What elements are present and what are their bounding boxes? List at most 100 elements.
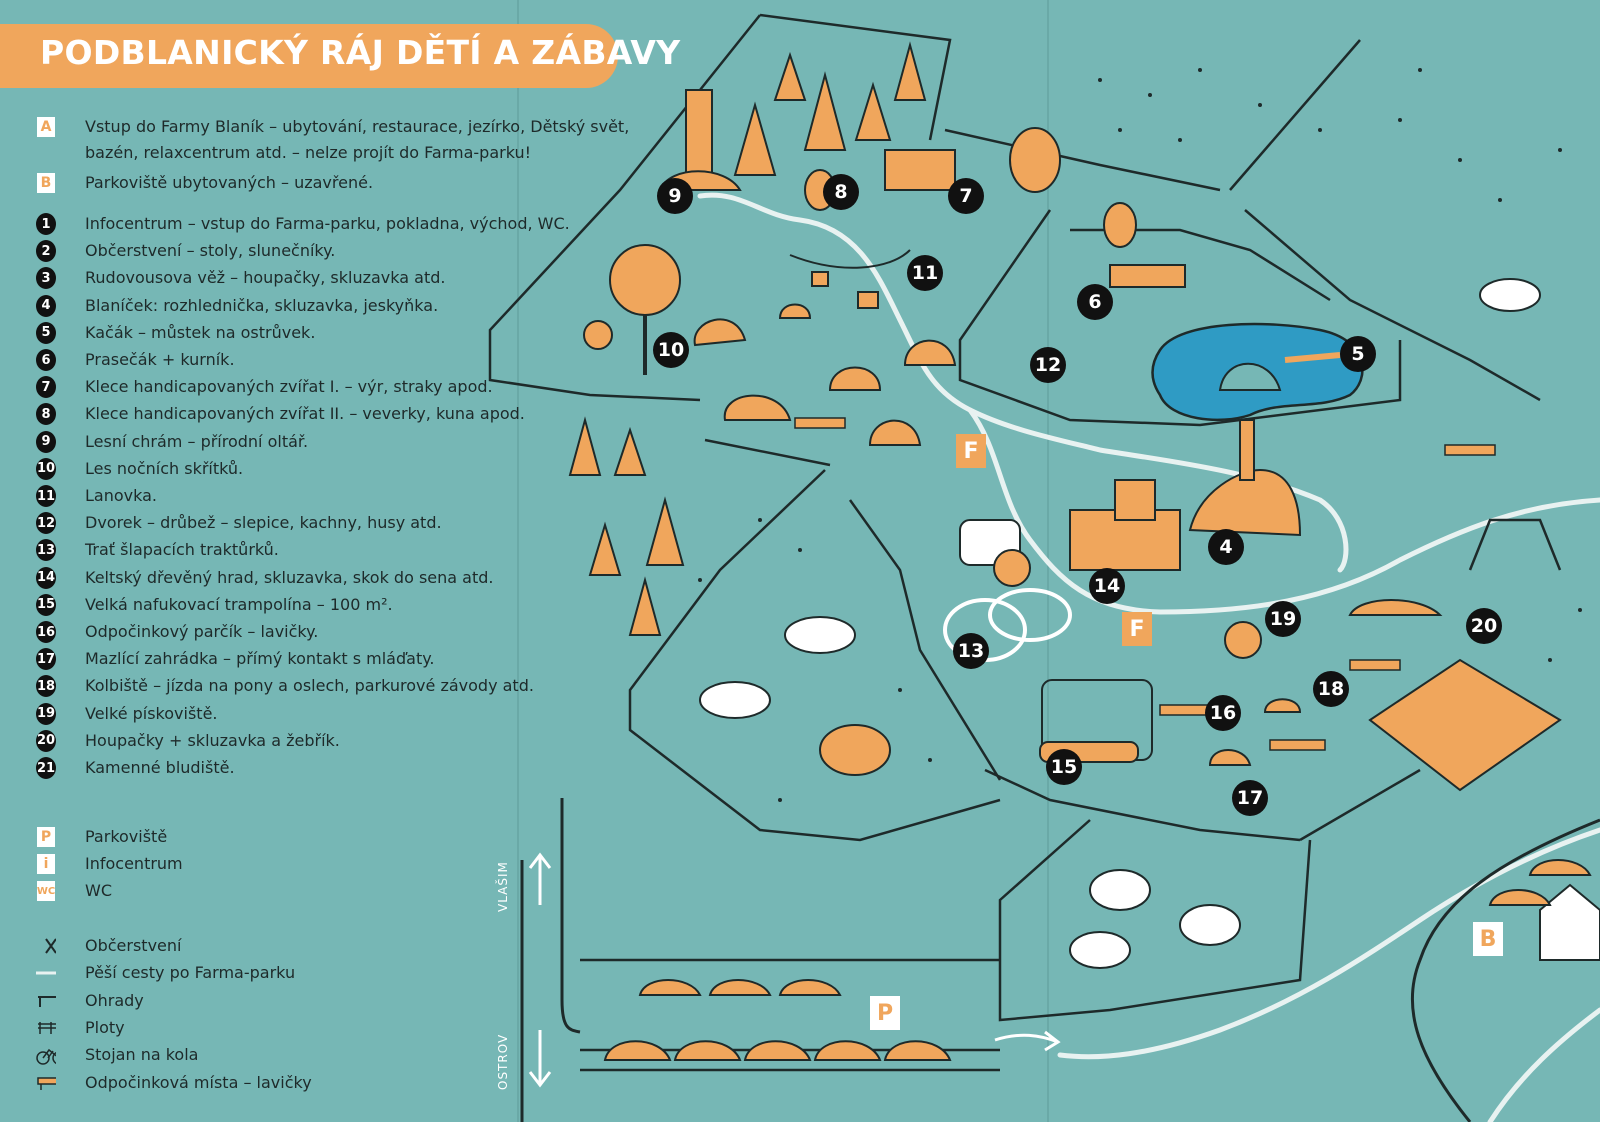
legend-label: Velká nafukovací trampolína – 100 m². [85, 594, 393, 614]
map-marker-4[interactable]: 4 [1208, 529, 1244, 565]
map-marker-12[interactable]: 12 [1030, 347, 1066, 383]
legend-label: Ploty [85, 1017, 125, 1037]
swing-frame [1468, 518, 1562, 571]
map-marker-20[interactable]: 20 [1466, 608, 1502, 644]
map-marker-14[interactable]: 14 [1089, 568, 1125, 604]
map-marker-18[interactable]: 18 [1313, 671, 1349, 707]
pigsty [1109, 264, 1186, 288]
legend-row-1-marker: 1 [36, 213, 56, 235]
legend-label: Mazlící zahrádka – přímý kontakt s mláďa… [85, 649, 435, 669]
legend-row-3-marker: 3 [36, 267, 56, 290]
legend-row-21-marker: 21 [36, 757, 56, 779]
bench-icon [37, 1076, 56, 1090]
map-marker-guest-parking[interactable]: B [1473, 922, 1503, 956]
map-marker-17[interactable]: 17 [1232, 780, 1268, 816]
legend-label: Občerstvení – stoly, slunečníky. [85, 241, 336, 261]
legend-label: Infocentrum – vstup do Farma-parku, pokl… [85, 214, 570, 233]
legend-label: Blaníček: rozhlednička, skluzavka, jesky… [85, 295, 439, 315]
legend-label: Velké pískoviště. [85, 703, 218, 723]
map-marker-13[interactable]: 13 [953, 633, 989, 669]
road-label-vlasim: VLAŠIM [496, 861, 510, 912]
legend-row-8-marker: 8 [36, 403, 56, 426]
legend-label: Stojan na kola [85, 1045, 199, 1065]
map-marker-refreshment-1[interactable]: F [956, 434, 986, 468]
benches [794, 417, 1496, 751]
map-marker-5[interactable]: 5 [1340, 336, 1376, 372]
map-marker-19[interactable]: 19 [1265, 601, 1301, 637]
legend-row-symbol-marker: i [36, 854, 56, 874]
number-badge: 7 [36, 376, 56, 399]
number-badge: 18 [36, 675, 56, 698]
legend-label: Ohrady [85, 990, 144, 1010]
number-badge: 4 [36, 294, 56, 317]
legend-row-2-marker: 2 [36, 240, 56, 263]
parking-icon: P [37, 827, 55, 847]
legend-row-line-marker [36, 1018, 56, 1038]
round-tree [1224, 621, 1262, 659]
legend-label: Odpočinkový parčík – lavičky. [85, 622, 319, 641]
legend-label: Občerstvení [85, 936, 182, 955]
legend-row-7-marker: 7 [36, 376, 56, 399]
fences [488, 13, 1541, 1072]
map-marker-16[interactable]: 16 [1205, 695, 1241, 731]
legend-label: Houpačky + skluzavka a žebřík. [85, 730, 340, 750]
legend-label: Kolbiště – jízda na pony a oslech, parku… [85, 676, 534, 696]
map-marker-8[interactable]: 8 [823, 174, 859, 210]
legend-label: Les nočních skřítků. [85, 458, 244, 478]
map-marker-refreshment-2[interactable]: F [1122, 612, 1152, 646]
number-badge: 1 [36, 213, 56, 235]
legend-row-17-marker: 17 [36, 648, 56, 671]
map-marker-11[interactable]: 11 [907, 255, 943, 291]
legend-row-12-marker: 12 [36, 512, 56, 535]
legend-row-10-marker: 10 [36, 457, 56, 480]
number-badge: 10 [36, 457, 56, 480]
legend-label: Lanovka. [85, 486, 157, 505]
legend-label: Infocentrum [85, 854, 183, 873]
legend-label: Pěší cesty po Farma-parku [85, 963, 296, 983]
legend-row-line-marker [36, 1045, 56, 1065]
number-badge: 15 [36, 593, 56, 616]
cable-car-gondola [857, 291, 879, 309]
fence-icon [38, 1021, 56, 1034]
map-marker-parking[interactable]: P [870, 996, 900, 1030]
map-marker-15[interactable]: 15 [1046, 749, 1082, 785]
guest-house [1539, 883, 1600, 961]
enclosure-fence-icon [38, 995, 56, 1007]
legend-row-13-marker: 13 [36, 539, 56, 562]
legend-row-14-marker: 14 [36, 566, 56, 589]
road-label-ostrov: OSTROV [496, 1033, 510, 1090]
round-tree [609, 244, 681, 316]
map-marker-6[interactable]: 6 [1077, 284, 1113, 320]
bicycle-icon [36, 1049, 56, 1065]
number-badge: 19 [36, 702, 56, 725]
number-badge: 3 [36, 267, 56, 290]
map-marker-7[interactable]: 7 [948, 178, 984, 214]
map-marker-10[interactable]: 10 [653, 332, 689, 368]
legend-label: WC [85, 881, 112, 900]
road-edges [520, 798, 1600, 1122]
map-marker-9[interactable]: 9 [657, 178, 693, 214]
legend-label: Klece handicapovaných zvířat II. – vever… [85, 404, 525, 424]
legend-letter-b: B [37, 173, 55, 193]
wc-icon: WC [37, 881, 55, 901]
legend-row-line-marker [36, 936, 56, 956]
legend-letter-a: A [37, 117, 55, 137]
legend-row-11-marker: 11 [36, 485, 56, 507]
legend-row-16-marker: 16 [36, 621, 56, 643]
info-icon: i [37, 854, 55, 874]
number-badge: 20 [36, 729, 56, 752]
number-badge: 16 [36, 621, 56, 643]
meadow-dots [698, 68, 1582, 802]
blanicek-hill [1188, 468, 1302, 537]
legend-row-5-marker: 5 [36, 321, 56, 344]
legend-row-20-marker: 20 [36, 729, 56, 752]
number-badge: 2 [36, 240, 56, 263]
legend-row-15-marker: 15 [36, 593, 56, 616]
page-title: PODBLANICKÝ RÁJ DĚTÍ A ZÁBAVY [40, 33, 681, 72]
parked-cars [603, 859, 1592, 1061]
bridge [1284, 352, 1341, 363]
cutlery-icon [45, 938, 56, 954]
legend-label: Keltský dřevěný hrad, skluzavka, skok do… [85, 567, 494, 587]
number-badge: 13 [36, 539, 56, 562]
